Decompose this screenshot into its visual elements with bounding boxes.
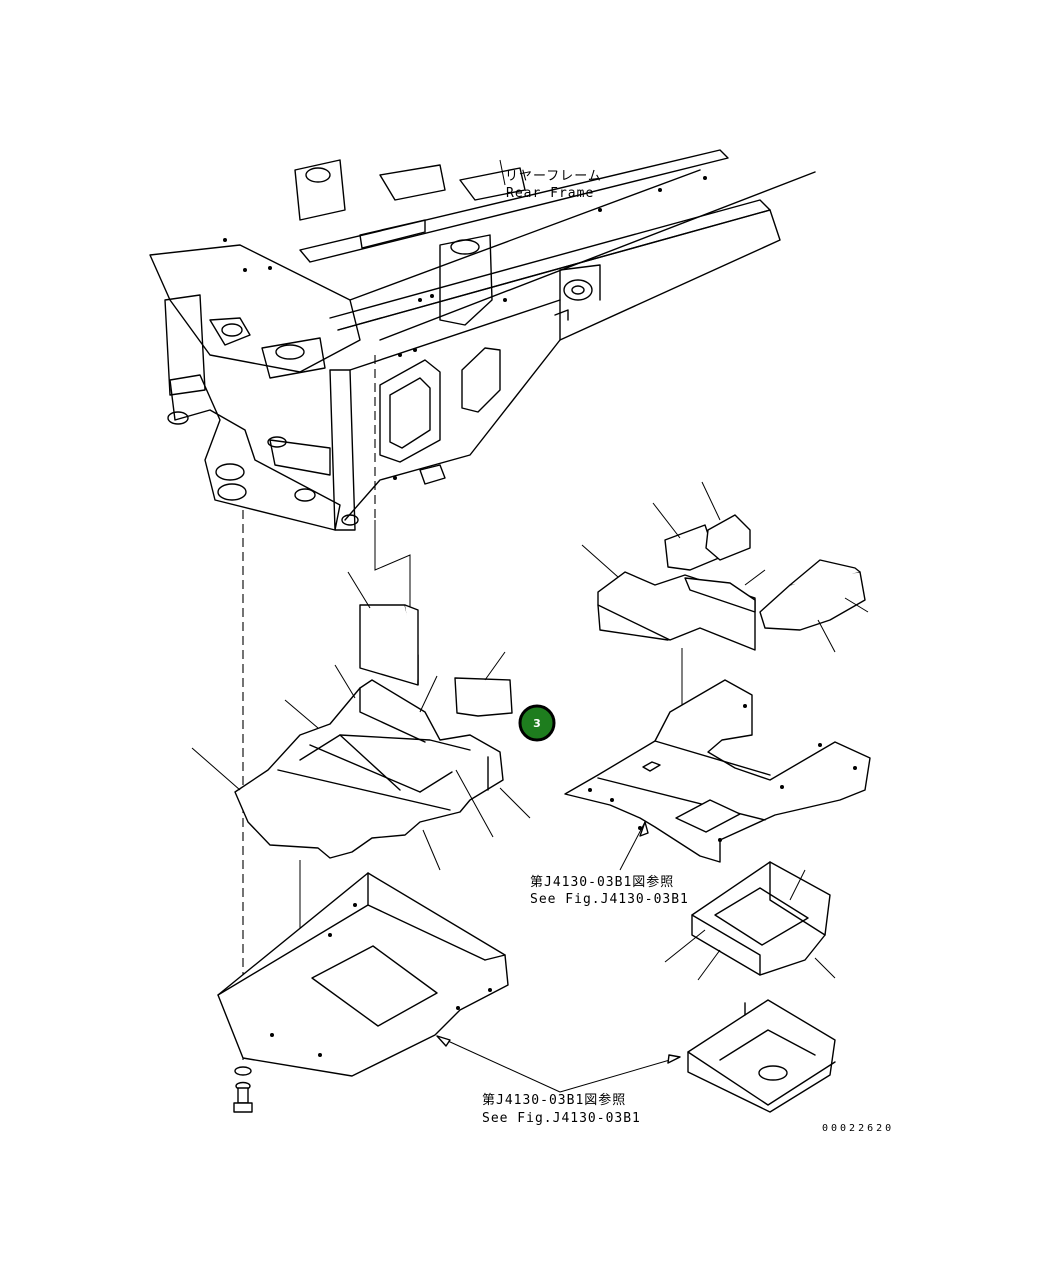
rear-frame-assembly [149, 149, 816, 531]
left-counterweight-set [234, 604, 513, 859]
ref-upper-jp: 第J4130-03B1図参照 [530, 874, 674, 890]
bolt-and-washer [233, 1066, 253, 1113]
ref-upper-en: See Fig.J4130-03B1 [530, 892, 689, 907]
right-lower-leaders [664, 869, 836, 981]
ref-lower-en: See Fig.J4130-03B1 [482, 1111, 641, 1126]
right-lower-tray [687, 999, 836, 1113]
callout-number: 3 [533, 717, 541, 730]
reference-label-lower: 第J4130-03B1図参照 See Fig.J4130-03B1 [482, 1092, 641, 1126]
right-lower-block [691, 861, 831, 976]
left-lower-cover-plate [217, 872, 509, 1077]
right-mounting-plate [564, 679, 871, 863]
ref-lower-jp: 第J4130-03B1図参照 [482, 1092, 626, 1108]
rear-frame-label-en: Rear Frame [506, 186, 594, 201]
drawing-code: 00022620 [822, 1123, 894, 1134]
rear-frame-label: リヤーフレーム Rear Frame [499, 159, 602, 201]
reference-label-upper: 第J4130-03B1図参照 See Fig.J4130-03B1 [530, 874, 689, 907]
rear-frame-label-jp: リヤーフレーム [505, 169, 602, 184]
bolt-axis-line [374, 520, 411, 640]
frame-bolt-dots [223, 176, 707, 480]
right-counterweight-set [597, 514, 866, 651]
callout-circle[interactable] [518, 704, 556, 742]
callout-badge-3[interactable]: 3 [518, 704, 556, 742]
reference-arrows [436, 821, 681, 1093]
